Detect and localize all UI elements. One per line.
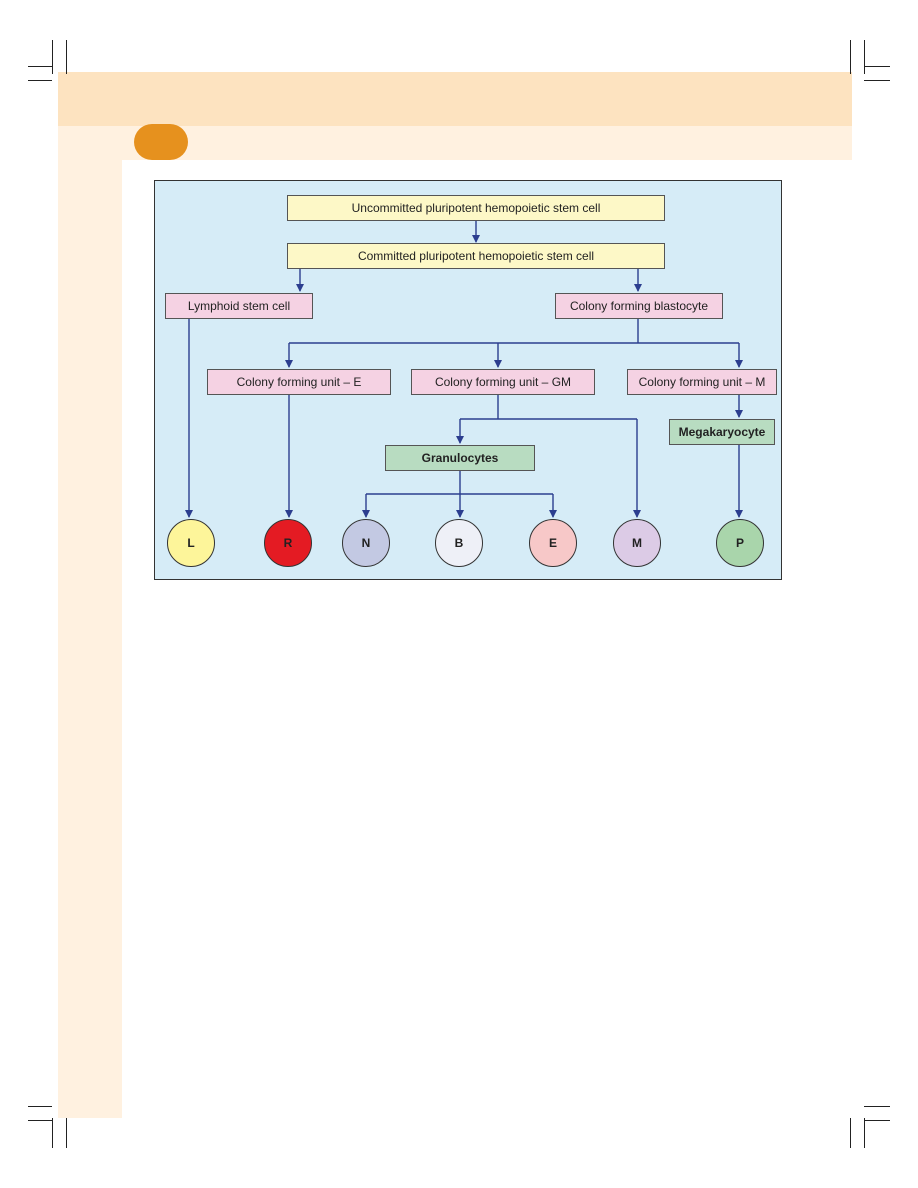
- cell-n: N: [342, 519, 390, 567]
- crop-mark: [864, 1106, 890, 1107]
- cell-e: E: [529, 519, 577, 567]
- colony-forming-blastocyte-node: Colony forming blastocyte: [555, 293, 723, 319]
- cell-p: P: [716, 519, 764, 567]
- crop-mark: [28, 1120, 52, 1121]
- cell-l: L: [167, 519, 215, 567]
- cfu-e-node: Colony forming unit – E: [207, 369, 391, 395]
- subheader-band: [122, 126, 852, 160]
- hemopoiesis-diagram: Uncommitted pluripotent hemopoietic stem…: [154, 180, 782, 580]
- granulocytes-node: Granulocytes: [385, 445, 535, 471]
- megakaryocyte-node: Megakaryocyte: [669, 419, 775, 445]
- crop-mark: [28, 1106, 52, 1107]
- cell-m: M: [613, 519, 661, 567]
- crop-mark: [28, 66, 52, 67]
- crop-mark: [864, 66, 890, 67]
- connector-arrows: [185, 221, 743, 518]
- crop-mark: [864, 1118, 865, 1148]
- cfu-m-node: Colony forming unit – M: [627, 369, 777, 395]
- cfu-gm-node: Colony forming unit – GM: [411, 369, 595, 395]
- crop-mark: [864, 1120, 890, 1121]
- crop-mark: [850, 1118, 851, 1148]
- header-band: [58, 72, 852, 126]
- cell-r: R: [264, 519, 312, 567]
- crop-mark: [52, 40, 53, 74]
- uncommitted-stem-cell-node: Uncommitted pluripotent hemopoietic stem…: [287, 195, 665, 221]
- crop-mark: [864, 40, 865, 74]
- committed-stem-cell-node: Committed pluripotent hemopoietic stem c…: [287, 243, 665, 269]
- crop-mark: [864, 80, 890, 81]
- cell-b: B: [435, 519, 483, 567]
- crop-mark: [66, 1118, 67, 1148]
- lymphoid-stem-cell-node: Lymphoid stem cell: [165, 293, 313, 319]
- crop-mark: [66, 40, 67, 74]
- crop-mark: [850, 40, 851, 74]
- chapter-marker: [134, 124, 188, 160]
- crop-mark: [28, 80, 52, 81]
- crop-mark: [52, 1118, 53, 1148]
